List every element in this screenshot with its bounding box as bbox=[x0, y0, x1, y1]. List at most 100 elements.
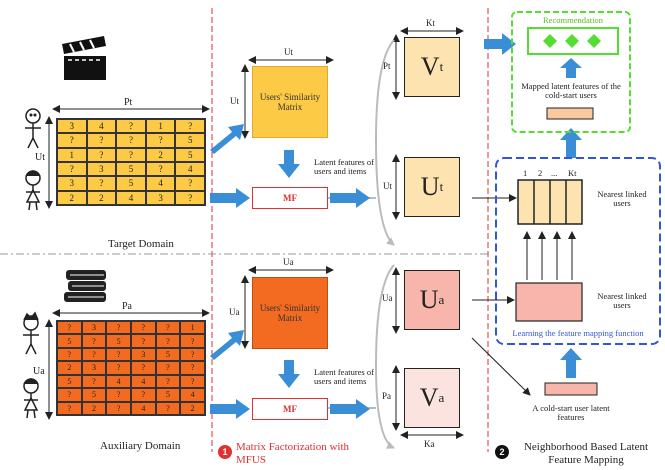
aux-similarity-matrix: Users' Similarity Matrix bbox=[252, 277, 328, 349]
target-cell: 1 bbox=[57, 147, 87, 162]
va-side-label: Pa bbox=[382, 391, 391, 401]
target-cell: ? bbox=[116, 119, 146, 134]
step1-label: Matrix Factorization with MFUS bbox=[236, 441, 350, 466]
aux-cell: 2 bbox=[81, 401, 107, 415]
aux-cols-label: Pa bbox=[122, 301, 132, 312]
aux-cell: ? bbox=[155, 401, 181, 415]
aux-cell: ? bbox=[130, 388, 156, 402]
aux-cell: ? bbox=[155, 334, 181, 348]
step2-label: Neighborhood Based Latent Feature Mappin… bbox=[523, 441, 649, 466]
target-cell: 5 bbox=[175, 133, 205, 148]
aux-cell: ? bbox=[106, 401, 131, 415]
aux-cell: ? bbox=[155, 321, 181, 335]
aux-cell: 3 bbox=[81, 361, 107, 375]
arrow-mf-to-latent-aux bbox=[330, 399, 370, 419]
step1-badge: 1 bbox=[218, 445, 232, 459]
recommendation-diamond-3 bbox=[587, 34, 601, 48]
aux-cell: ? bbox=[57, 388, 82, 402]
target-cell: ? bbox=[57, 133, 87, 148]
sim-t-side-label: Ut bbox=[230, 96, 239, 106]
mapping-title: Learning the feature mapping function bbox=[512, 328, 644, 338]
aux-cell: 5 bbox=[155, 388, 181, 402]
nearest-top-label: Nearest linked users bbox=[597, 189, 647, 209]
user-male-icon-aux bbox=[23, 311, 39, 355]
book-stack-icon bbox=[64, 270, 106, 302]
va-bottom-label: Ka bbox=[424, 439, 435, 449]
aux-cell: 5 bbox=[57, 334, 82, 348]
latent-bracket-target bbox=[374, 39, 395, 246]
mapped-caption: Mapped latent features of the cold-start… bbox=[521, 81, 621, 101]
target-cell: 5 bbox=[116, 176, 146, 191]
aux-cell: ? bbox=[130, 361, 156, 375]
aux-similarity-text: Users' Similarity Matrix bbox=[259, 302, 321, 323]
step2-badge: 2 bbox=[495, 445, 509, 459]
recommendation-diamond-2 bbox=[565, 34, 579, 48]
aux-cell: ? bbox=[57, 321, 82, 335]
ut-base: U bbox=[420, 172, 440, 201]
col-label-1: 1 bbox=[523, 168, 528, 178]
user-male-icon-target bbox=[25, 108, 41, 149]
aux-cell: 4 bbox=[180, 388, 205, 402]
aux-cell: ? bbox=[130, 321, 156, 335]
target-rows-label: Ut bbox=[35, 152, 45, 163]
target-cell: 3 bbox=[57, 119, 87, 134]
target-cell: ? bbox=[116, 147, 146, 162]
aux-cell: 5 bbox=[57, 374, 82, 389]
target-cell: 3 bbox=[57, 176, 87, 191]
ua-side-label: Ua bbox=[382, 293, 393, 303]
mf-aux-label: MF bbox=[283, 404, 297, 414]
aux-cell: 4 bbox=[130, 401, 156, 415]
vt-top-label: Kt bbox=[426, 18, 435, 28]
arrow-to-similarity-target bbox=[210, 124, 244, 154]
target-similarity-text: Users' Similarity Matrix bbox=[259, 91, 321, 112]
nearest-bottom-label: Nearest linked users bbox=[597, 291, 647, 311]
ut-side-label: Ut bbox=[383, 181, 392, 191]
ua-base: U bbox=[419, 285, 439, 314]
aux-cell: ? bbox=[180, 334, 205, 348]
aux-cell: ? bbox=[180, 374, 205, 389]
recommendation-box bbox=[511, 11, 631, 133]
aux-cell: ? bbox=[106, 388, 131, 402]
arrow-to-similarity-aux bbox=[210, 330, 244, 360]
target-cell: 2 bbox=[86, 190, 117, 205]
mf-target-box: MF bbox=[252, 187, 328, 209]
arrow-to-mf-aux bbox=[210, 399, 250, 419]
col-label-2: 2 bbox=[538, 168, 543, 178]
clapperboard-icon bbox=[62, 36, 106, 80]
mapping-box bbox=[495, 157, 661, 345]
target-cell: 4 bbox=[86, 119, 117, 134]
arrow-mapping-up bbox=[560, 128, 582, 158]
blue-arrows bbox=[210, 33, 582, 419]
target-cell: ? bbox=[145, 161, 176, 177]
target-cell: 5 bbox=[175, 147, 205, 162]
auxiliary-domain-label: Auxiliary Domain bbox=[100, 440, 181, 452]
user-female-icon-target bbox=[25, 170, 41, 211]
sim-a-side-label: Ua bbox=[229, 307, 240, 317]
nearest-linked-ua-matrix bbox=[515, 282, 583, 322]
aux-rows-label: Ua bbox=[33, 366, 45, 377]
target-similarity-matrix: Users' Similarity Matrix bbox=[252, 66, 328, 138]
aux-cell: ? bbox=[155, 361, 181, 375]
arrow-mapped-up bbox=[560, 58, 582, 78]
aux-cell: ? bbox=[106, 321, 131, 335]
target-cell: ? bbox=[57, 161, 87, 177]
va-sup: a bbox=[438, 390, 445, 405]
aux-cell: ? bbox=[81, 374, 107, 389]
arrow-sim-to-mf-aux bbox=[278, 360, 300, 388]
target-cell: ? bbox=[175, 176, 205, 191]
arrow-sim-to-mf-target bbox=[278, 150, 300, 178]
aux-cell: 5 bbox=[106, 334, 131, 348]
target-cell: 2 bbox=[57, 190, 87, 205]
target-cell: ? bbox=[86, 133, 117, 148]
aux-cell: ? bbox=[57, 347, 82, 362]
target-cell: 4 bbox=[116, 190, 146, 205]
arrow-ua-to-coldstart bbox=[471, 337, 531, 396]
aux-cell: ? bbox=[180, 361, 205, 375]
recommendation-title: Recommendation bbox=[543, 15, 603, 25]
target-cell: 5 bbox=[116, 161, 146, 177]
